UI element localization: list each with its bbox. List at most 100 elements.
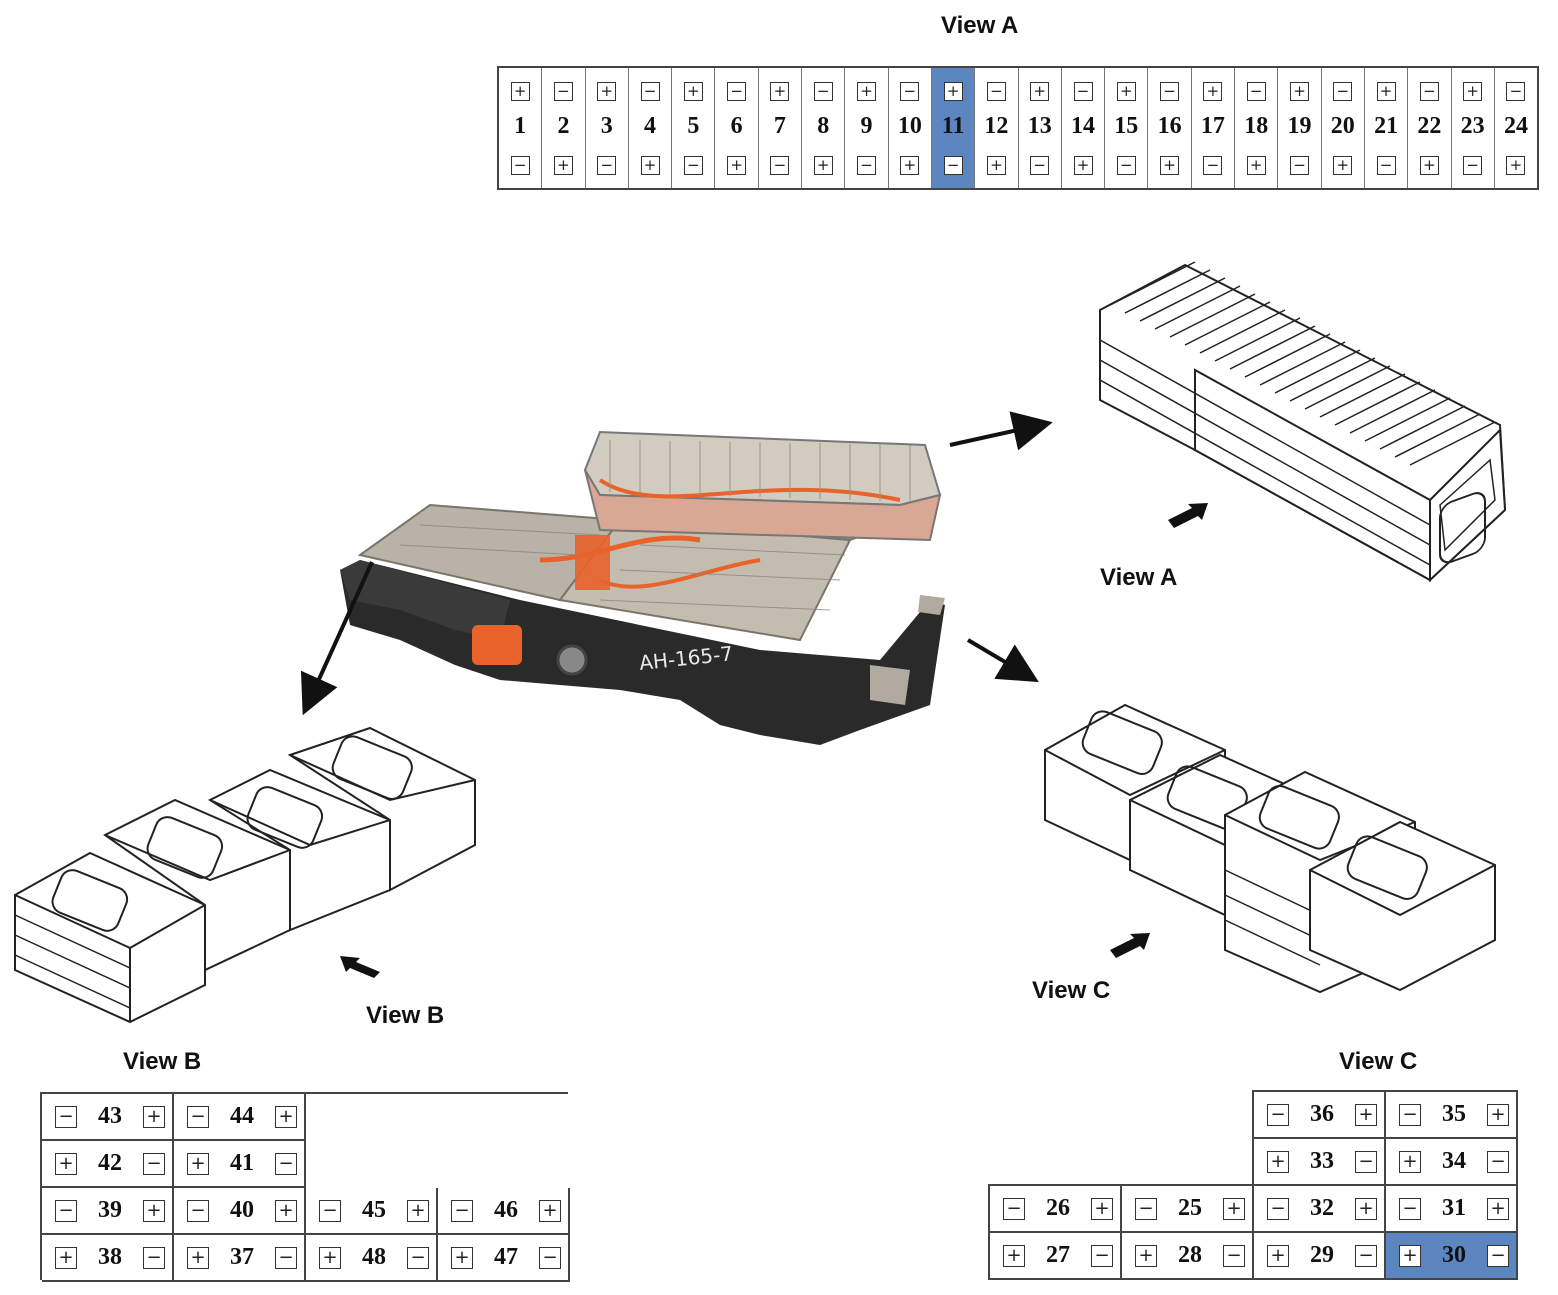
cell-number: 12 xyxy=(984,113,1009,139)
cell-number: 46 xyxy=(494,1197,518,1223)
cell-number: 4 xyxy=(644,113,657,139)
terminal-icon: + xyxy=(407,1199,429,1222)
view-c-cell-35: −35+ xyxy=(1384,1090,1518,1139)
cell-number: 27 xyxy=(1046,1242,1070,1268)
view-a-cell-3: +3− xyxy=(586,68,629,188)
terminal-icon: − xyxy=(510,156,530,175)
cell-number: 31 xyxy=(1442,1195,1466,1221)
terminal-icon: + xyxy=(1246,156,1266,175)
terminal-icon: + xyxy=(770,82,790,101)
terminal-icon: + xyxy=(1289,82,1309,101)
terminal-icon: − xyxy=(143,1246,165,1269)
view-c-cell-31: −31+ xyxy=(1384,1184,1518,1233)
arrow-to-view-b-module xyxy=(300,561,374,716)
terminal-icon: − xyxy=(451,1199,473,1222)
terminal-icon: − xyxy=(986,82,1006,101)
terminal-icon: − xyxy=(683,156,703,175)
terminal-icon: − xyxy=(1289,156,1309,175)
terminal-icon: − xyxy=(187,1199,209,1222)
terminal-icon: + xyxy=(1135,1244,1157,1267)
cell-number: 37 xyxy=(230,1244,254,1270)
cell-number: 45 xyxy=(362,1197,386,1223)
terminal-icon: + xyxy=(857,82,877,101)
cell-number: 41 xyxy=(230,1150,254,1176)
terminal-icon: − xyxy=(1419,82,1439,101)
terminal-icon: − xyxy=(1003,1197,1025,1220)
terminal-icon: + xyxy=(1487,1103,1509,1126)
view-b-cell-37: +37− xyxy=(174,1235,306,1282)
cell-number: 38 xyxy=(98,1244,122,1270)
cell-number: 48 xyxy=(362,1244,386,1270)
view-a-cell-14: −14+ xyxy=(1062,68,1106,188)
terminal-icon: + xyxy=(1333,156,1353,175)
terminal-icon: + xyxy=(986,156,1006,175)
terminal-icon: + xyxy=(55,1152,77,1175)
terminal-icon: − xyxy=(1355,1150,1377,1173)
terminal-icon: − xyxy=(1116,156,1136,175)
view-b-cell-41: +41− xyxy=(174,1141,306,1188)
terminal-icon: − xyxy=(143,1152,165,1175)
terminal-icon: − xyxy=(1135,1197,1157,1220)
battery-pack-image: AH-165-7 xyxy=(340,430,945,745)
terminal-icon: + xyxy=(187,1152,209,1175)
view-a-cell-5: +5− xyxy=(672,68,716,188)
view-c-cell-27: +27− xyxy=(988,1231,1122,1280)
cell-number: 33 xyxy=(1310,1148,1334,1174)
terminal-icon: − xyxy=(1506,82,1526,101)
cell-number: 14 xyxy=(1071,113,1095,139)
cell-number: 11 xyxy=(941,113,965,139)
view-c-cell-28: +28− xyxy=(1120,1231,1254,1280)
terminal-icon: − xyxy=(900,82,920,101)
view-a-cell-17: +17− xyxy=(1192,68,1236,188)
view-b-arrow-label: View B xyxy=(366,1002,445,1029)
view-a-cell-strip: +1−−2++3−−4++5−−6++7−−8++9−−10++11−−12++… xyxy=(497,66,1539,190)
terminal-icon: + xyxy=(1355,1197,1377,1220)
cell-number: 40 xyxy=(230,1197,254,1223)
terminal-icon: + xyxy=(1223,1197,1245,1220)
cell-number: 24 xyxy=(1503,113,1528,139)
cell-number: 19 xyxy=(1287,113,1312,139)
terminal-icon: + xyxy=(1463,82,1483,101)
terminal-icon: − xyxy=(1487,1150,1509,1173)
view-b-module-drawing xyxy=(14,726,476,1024)
terminal-icon: + xyxy=(1399,1244,1421,1267)
terminal-icon: + xyxy=(943,82,963,101)
terminal-icon: + xyxy=(1116,82,1136,101)
terminal-icon: + xyxy=(683,82,703,101)
terminal-icon: − xyxy=(1267,1197,1289,1220)
terminal-icon: + xyxy=(510,82,530,101)
view-b-arrow-icon xyxy=(340,956,380,978)
cell-number: 44 xyxy=(230,1103,254,1129)
cell-number: 7 xyxy=(773,113,786,139)
terminal-icon: − xyxy=(727,82,747,101)
terminal-icon: + xyxy=(640,156,660,175)
view-a-cell-7: +7− xyxy=(759,68,803,188)
view-a-arrow-icon xyxy=(1168,503,1208,528)
cell-number: 13 xyxy=(1027,113,1052,139)
view-a-cell-21: +21− xyxy=(1365,68,1409,188)
terminal-icon: − xyxy=(1203,156,1223,175)
arrow-to-view-a-module xyxy=(949,411,1053,451)
view-a-cell-12: − 12 + xyxy=(975,68,1019,188)
terminal-icon: + xyxy=(900,156,920,175)
view-c-cell-32: −32+ xyxy=(1252,1184,1386,1233)
view-b-grid: −43+−44++42−+41−−39+−40+−45+−46++38−+37−… xyxy=(40,1092,570,1282)
view-c-cell-36: −36+ xyxy=(1252,1090,1386,1139)
cell-number: 39 xyxy=(98,1197,122,1223)
terminal-icon: + xyxy=(727,156,747,175)
cell-number: 34 xyxy=(1442,1148,1466,1174)
terminal-icon: + xyxy=(1030,82,1050,101)
view-c-cell-29: +29− xyxy=(1252,1231,1386,1280)
view-b-cell-47: +47− xyxy=(438,1235,570,1282)
view-a-module-drawing xyxy=(1099,261,1507,583)
terminal-icon: − xyxy=(55,1105,77,1128)
cell-number: 43 xyxy=(98,1103,122,1129)
view-a-cell-19: +19 − xyxy=(1278,68,1322,188)
terminal-icon: − xyxy=(55,1199,77,1222)
terminal-icon: − xyxy=(1355,1244,1377,1267)
view-a-cell-1: +1− xyxy=(499,68,543,188)
view-a-cell-8: −8+ xyxy=(802,68,846,188)
terminal-icon: + xyxy=(1487,1197,1509,1220)
view-a-cell-11: +11− xyxy=(931,68,976,188)
terminal-icon: − xyxy=(813,82,833,101)
